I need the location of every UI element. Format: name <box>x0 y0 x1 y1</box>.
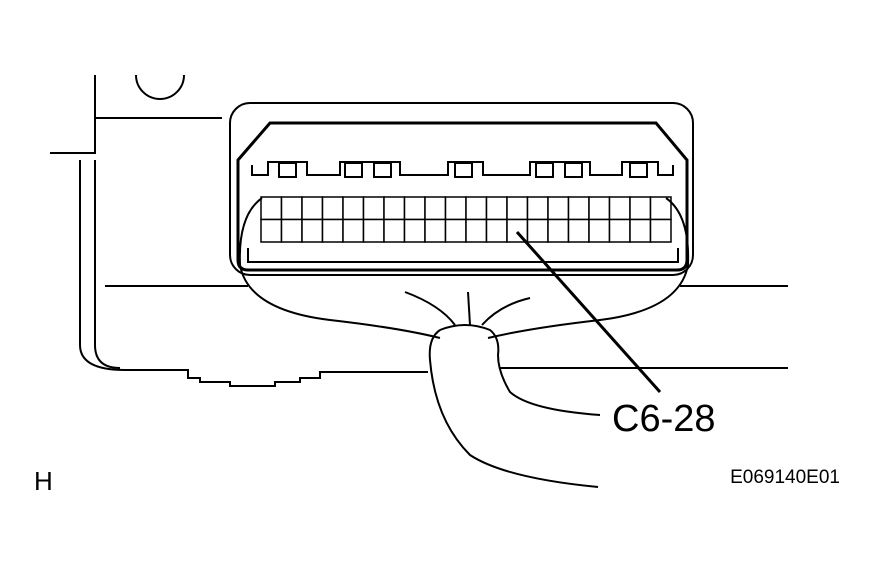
locking-tab <box>535 162 554 178</box>
locking-tab <box>373 162 392 178</box>
connector-housing <box>229 102 694 276</box>
terminal-cavity <box>424 218 447 243</box>
terminal-cavity <box>444 196 467 221</box>
terminal-cavity <box>506 196 529 221</box>
terminal-cavity <box>342 218 365 243</box>
terminal-cavity <box>260 196 283 221</box>
terminal-cavity <box>403 218 426 243</box>
terminal-cavity <box>342 196 365 221</box>
terminal-cavity <box>321 196 344 221</box>
callout-leader-line <box>515 231 662 393</box>
terminal-cavity <box>649 218 672 243</box>
terminal-cavity <box>301 218 324 243</box>
locking-tab <box>564 162 583 178</box>
locking-tab <box>344 162 363 178</box>
terminal-cavity <box>567 218 590 243</box>
terminal-cavity <box>567 196 590 221</box>
ecu-housing <box>50 74 788 387</box>
locking-tab <box>454 162 473 178</box>
terminal-callout-label: C6-28 <box>612 398 716 440</box>
terminal-cavity <box>608 218 631 243</box>
terminal-cavity <box>301 196 324 221</box>
terminal-cavity <box>403 196 426 221</box>
terminal-cavity <box>608 196 631 221</box>
figure-code-label: E069140E01 <box>730 467 840 488</box>
view-letter-label: H <box>34 466 53 496</box>
terminal-cavity <box>547 218 570 243</box>
terminal-cavity <box>362 196 385 221</box>
terminal-cavity <box>321 218 344 243</box>
locking-tabs <box>278 162 648 178</box>
terminal-cavity <box>383 196 406 221</box>
terminal-cavity <box>485 196 508 221</box>
terminal-cavity <box>485 218 508 243</box>
terminal-cavity <box>588 196 611 221</box>
terminal-cavity <box>465 196 488 221</box>
terminal-cavity <box>362 218 385 243</box>
locking-tab <box>629 162 648 178</box>
terminal-cavity <box>444 218 467 243</box>
wire-harness <box>238 197 690 488</box>
terminal-cavity <box>629 218 652 243</box>
locking-tab <box>278 162 297 178</box>
terminal-cavity <box>629 196 652 221</box>
terminal-cavity <box>588 218 611 243</box>
terminal-cavity <box>383 218 406 243</box>
terminal-cavity <box>260 218 283 243</box>
terminal-cavity <box>526 196 549 221</box>
terminal-cavity <box>547 196 570 221</box>
terminal-grid <box>260 196 672 243</box>
terminal-cavity <box>280 218 303 243</box>
terminal-cavity <box>280 196 303 221</box>
terminal-cavity <box>526 218 549 243</box>
terminal-cavity <box>465 218 488 243</box>
terminal-cavity <box>424 196 447 221</box>
